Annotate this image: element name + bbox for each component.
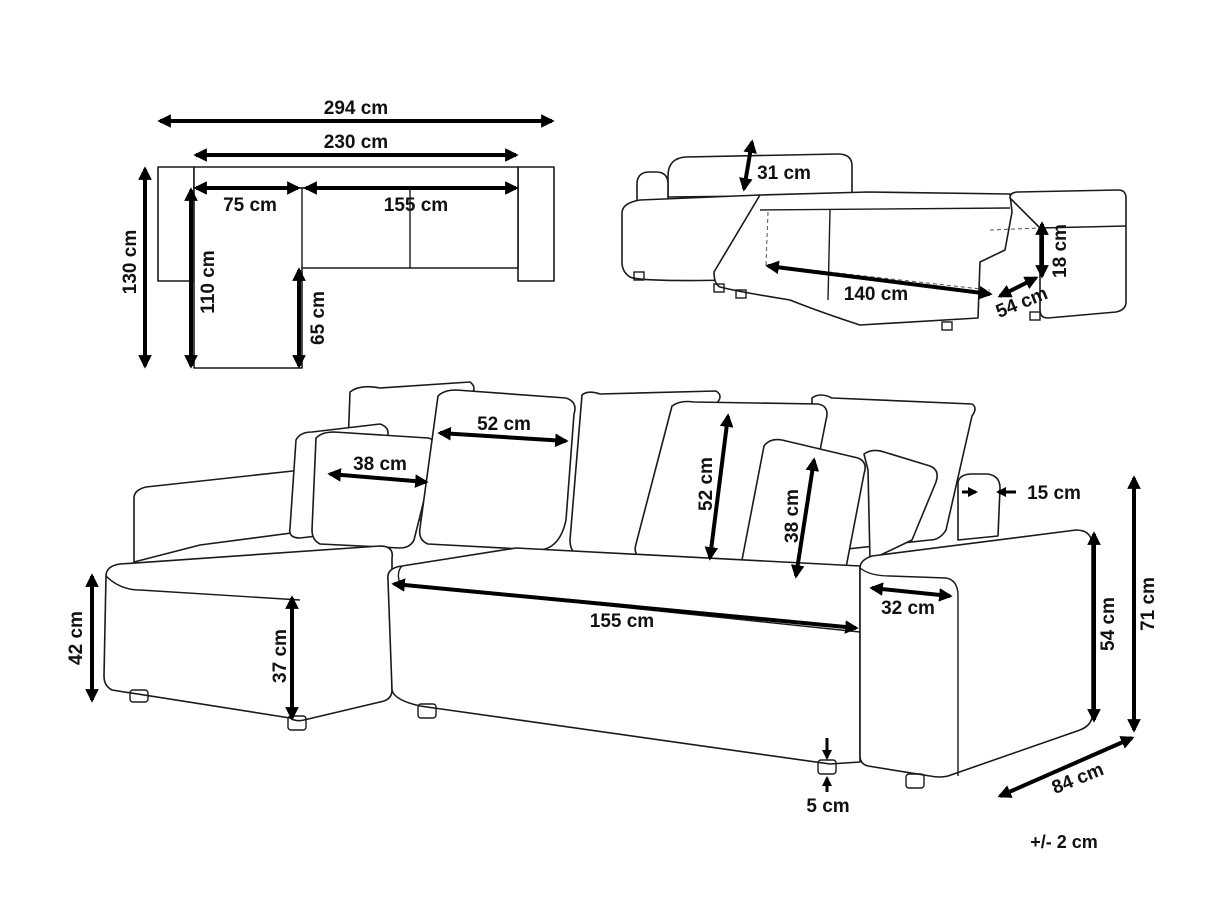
label-bed-length: 140 cm — [844, 284, 908, 305]
label-chaise-depth: 110 cm — [198, 250, 219, 313]
label-leg-height: 5 cm — [806, 796, 849, 817]
label-seat-depth: 65 cm — [308, 291, 329, 345]
dimension-arrows — [85, 114, 1141, 798]
label-total-width: 294 cm — [324, 98, 388, 119]
label-total-height: 71 cm — [1138, 577, 1159, 631]
label-bed-height: 18 cm — [1050, 224, 1071, 278]
label-backrest-thickness: 15 cm — [1027, 483, 1081, 504]
label-cushion-small-a: 38 cm — [353, 454, 407, 475]
label-backrest-height: 31 cm — [757, 163, 811, 184]
sofa-perspective-outline — [103, 381, 1093, 789]
label-cushion-large-a: 52 cm — [477, 414, 531, 435]
label-seat-width-front: 155 cm — [590, 611, 654, 632]
label-armrest-width: 32 cm — [881, 598, 935, 619]
tolerance-note: +/- 2 cm — [1030, 832, 1098, 852]
label-cushion-small-b: 38 cm — [782, 489, 803, 543]
label-sofa-width: 230 cm — [324, 132, 388, 153]
label-armrest-height: 54 cm — [1098, 597, 1119, 651]
label-seat-width-top: 155 cm — [384, 195, 448, 216]
label-total-depth-front: 84 cm — [1049, 759, 1107, 799]
label-chaise-height: 37 cm — [270, 629, 291, 683]
label-cushion-large-b: 52 cm — [696, 457, 717, 511]
label-chaise-width: 75 cm — [223, 195, 277, 216]
label-total-depth: 130 cm — [120, 230, 141, 294]
label-seat-height: 42 cm — [66, 611, 87, 665]
